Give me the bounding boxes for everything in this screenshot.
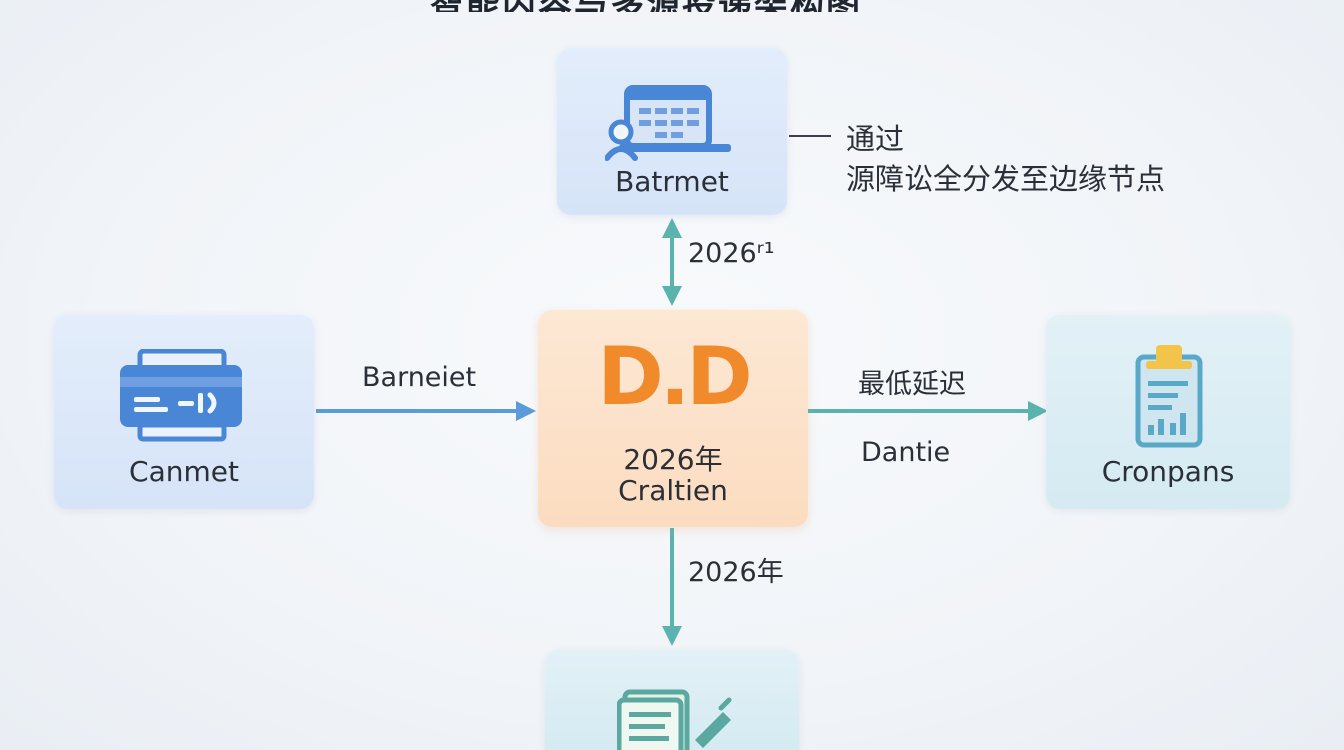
node-center[interactable]: D.D 2026年 Craltien	[538, 310, 808, 527]
center-logo: D.D	[597, 330, 752, 423]
edge-center-bottom-label: 2026年	[688, 557, 784, 588]
server-dashboard-icon	[605, 85, 731, 161]
edge-center-right-label-top: 最低延迟	[858, 369, 966, 400]
node-right-label: Cronpans	[1101, 455, 1235, 488]
node-top-label: Batrmet	[615, 165, 729, 198]
diagram-title: 智能内容与多源投递架构图	[430, 0, 1030, 12]
note-line-2: 源障讼全分发至边缘节点	[846, 162, 1166, 196]
center-line-2: Craltien	[618, 474, 728, 507]
clipboard-chart-icon	[1135, 345, 1203, 448]
edge-center-right-label-bottom: Dantie	[861, 437, 951, 468]
note-leader-line	[789, 135, 831, 137]
payment-card-icon	[120, 349, 242, 442]
note-line-1: 通过	[846, 122, 905, 156]
document-edit-icon	[617, 689, 732, 750]
node-left[interactable]: Canmet	[54, 315, 314, 509]
node-bottom[interactable]	[545, 650, 799, 750]
center-line-1: 2026年	[623, 443, 723, 476]
node-top[interactable]: Batrmet	[557, 48, 787, 215]
edge-top-center-label: 2026ʳ¹	[688, 238, 775, 269]
node-right[interactable]: Cronpans	[1046, 315, 1290, 509]
node-left-label: Canmet	[129, 455, 239, 488]
edge-left-center-label: Barneiet	[362, 362, 477, 393]
